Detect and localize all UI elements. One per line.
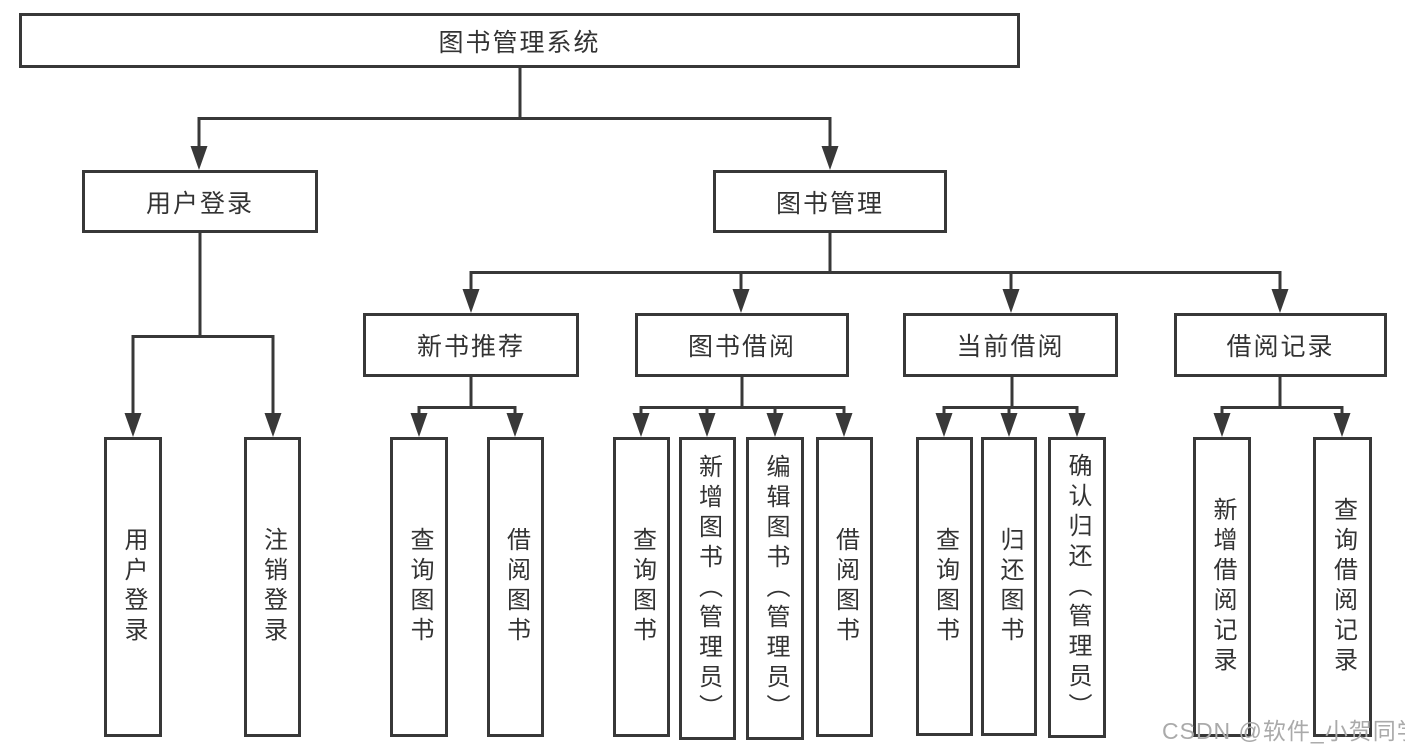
leaf-newrec-borrow-book: 借阅图书 (487, 437, 544, 737)
leaf-current-return-book: 归还图书 (981, 437, 1037, 736)
leaf-records-query-record: 查询借阅记录 (1313, 437, 1372, 737)
leaf-current-query-book: 查询图书 (916, 437, 973, 736)
leaf-user-login: 用户登录 (104, 437, 162, 737)
node-user-login: 用户登录 (82, 170, 318, 233)
node-new-book-recommend: 新书推荐 (363, 313, 579, 377)
csdn-watermark: CSDN @软件_小贺同学 (1162, 718, 1405, 744)
leaf-borrow-query-book: 查询图书 (613, 437, 670, 737)
leaf-borrow-add-book-admin: 新增图书（管理员） (679, 437, 736, 740)
leaf-logout-login: 注销登录 (244, 437, 301, 737)
leaf-borrow-edit-book-admin: 编辑图书（管理员） (746, 437, 804, 740)
node-book-management: 图书管理 (713, 170, 947, 233)
leaf-records-add-record: 新增借阅记录 (1193, 437, 1251, 737)
node-borrow-records: 借阅记录 (1174, 313, 1387, 377)
node-current-borrow: 当前借阅 (903, 313, 1118, 377)
leaf-newrec-query-book: 查询图书 (390, 437, 448, 737)
arrowheads (124, 146, 1351, 437)
leaf-borrow-borrow-book: 借阅图书 (816, 437, 873, 737)
node-root: 图书管理系统 (19, 13, 1020, 68)
leaf-current-confirm-return-admin: 确认归还（管理员） (1048, 437, 1106, 738)
node-book-borrow: 图书借阅 (635, 313, 849, 377)
